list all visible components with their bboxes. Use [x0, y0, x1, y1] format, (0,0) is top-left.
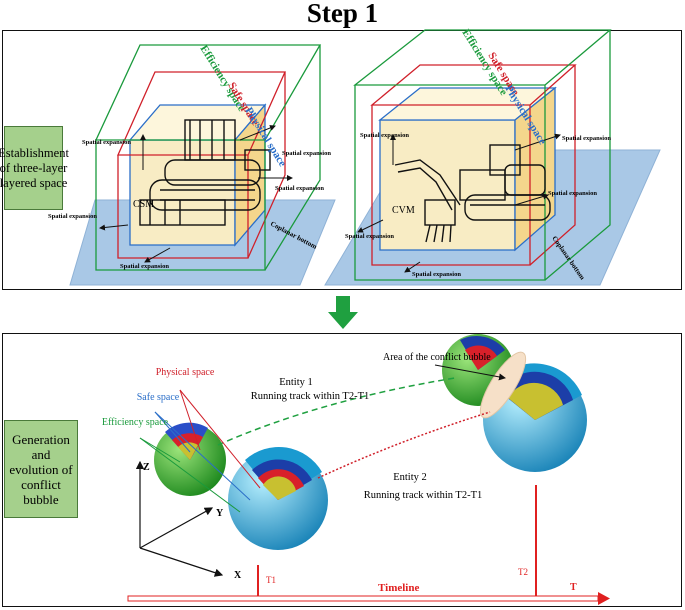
timeline-label: Timeline [378, 582, 419, 594]
entity2-track [317, 411, 491, 479]
left-crawler-machine-icon [139, 119, 271, 226]
step-title: Step 1 [306, 0, 379, 28]
axis-z-label: Z [143, 462, 150, 473]
left-expansion-left: Spatial expansion [48, 213, 97, 220]
right-expansion-bottom: Spatial expansion [412, 271, 461, 278]
left-expansion-right2: Spatial expansion [275, 185, 324, 192]
entity1-track-label: Running track within T2-T1 [251, 391, 370, 402]
left-expansion-top: Spatial expansion [82, 139, 131, 146]
physical-space-label: Physical space [156, 367, 215, 378]
top-diagram: Efficiency space Safe space Physical spa… [48, 27, 661, 286]
axes [135, 460, 224, 577]
conflict-cyan-sphere [483, 363, 587, 472]
right-excavator-icon [394, 144, 551, 243]
t2-label: T2 [518, 567, 528, 577]
right-safe-box [370, 64, 577, 266]
right-efficiency-box [353, 29, 612, 281]
conflict-area-label: Area of the conflict bubble [383, 352, 491, 363]
right-expansion-right2: Spatial expansion [548, 190, 597, 197]
right-expansion-left: Spatial expansion [345, 233, 394, 240]
t1-label: T1 [266, 575, 276, 585]
left-efficiency-box-edge [264, 45, 321, 271]
right-expansion-arrows [357, 133, 561, 273]
bottom-side-label: Generation and evolution of conflict bub… [4, 420, 78, 518]
right-expansion-right: Spatial expansion [562, 135, 611, 142]
left-expansion-arrows [99, 125, 293, 263]
entity1-label: Entity 1 [279, 377, 313, 388]
axis-y-label: Y [216, 508, 224, 519]
left-safe-box [116, 71, 287, 259]
left-expansion-right: Spatial expansion [282, 150, 331, 157]
conflict-leader [434, 364, 506, 381]
down-arrow-icon [328, 296, 358, 329]
efficiency-space-label: Efficiency space [102, 417, 169, 428]
left-efficiency-box [94, 44, 322, 271]
timeline [127, 485, 610, 605]
top-panel [2, 30, 682, 290]
right-expansion-top: Spatial expansion [360, 132, 409, 139]
left-machine-label: CSM [133, 199, 154, 210]
entity2-track-label: Running track within T2-T1 [364, 490, 483, 501]
right-machine-label: CVM [392, 205, 415, 216]
right-efficiency-box-edge [544, 30, 611, 281]
left-expansion-bottom: Spatial expansion [120, 263, 169, 270]
safe-space-label: Safe space [137, 392, 180, 403]
entity2-label: Entity 2 [393, 472, 427, 483]
entity1-track [217, 377, 456, 446]
t-label: T [570, 582, 577, 593]
label-leaders [139, 389, 261, 513]
top-side-label: Establishment of three-layer layered spa… [0, 126, 69, 210]
bottom-panel [2, 333, 682, 607]
entity2-sphere [228, 446, 328, 550]
conflict-bubble-disc [479, 351, 527, 419]
axis-x-label: X [234, 570, 242, 581]
